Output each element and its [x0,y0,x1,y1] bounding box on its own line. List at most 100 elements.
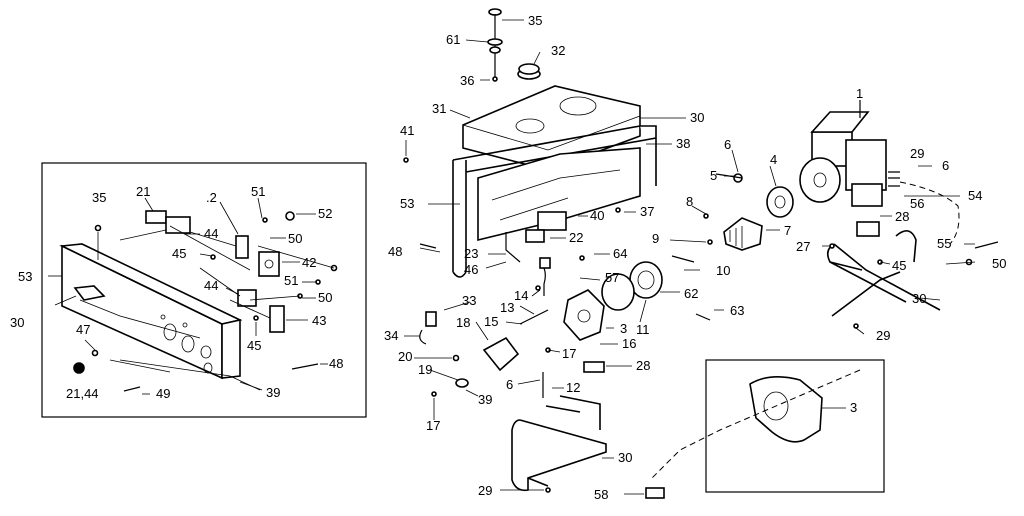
engine-1-cylinder [845,139,887,191]
part-label-50-right: 50 [992,256,1006,271]
engine-1-top [810,111,870,133]
nut-51b [315,279,321,285]
end-bracket-3-detail [749,376,823,443]
part-label-27: 27 [796,239,810,254]
screw-64 [579,255,585,261]
leader [54,295,77,306]
part-label-21-44: 21,44 [66,386,99,401]
handle-tube [895,230,917,263]
part-label-61: 61 [446,32,460,47]
part-label-49: 49 [156,386,170,401]
part-number-labels: 35 61 32 36 31 30 41 38 6 4 1 29 6 5 53 … [10,13,1006,502]
fuel-tank-filler [559,96,597,116]
nut-51 [262,217,268,223]
end-bracket-3 [563,289,605,341]
base-frame-30 [511,395,607,492]
part-label-35-left: 35 [92,190,106,205]
screw-35 [94,224,102,232]
part-label-40: 40 [590,208,604,223]
bracket-28-top [856,221,880,237]
part-label-7: 7 [784,223,791,238]
part-label-17-b: 17 [426,418,440,433]
part-label-15: 15 [484,314,498,329]
part-label-54: 54 [968,188,982,203]
engine-1-flange [799,157,841,203]
cover-18 [482,336,520,372]
panel-hole [181,335,195,353]
leader [219,201,239,235]
control-panel-wiring [79,225,335,391]
clamp-19 [455,378,469,388]
fuel-cap-32-top [518,63,540,75]
leader [239,381,263,391]
leader [144,197,154,212]
end-bracket-inset [645,359,885,499]
panel-hole [182,322,188,328]
panel-hole [160,314,166,320]
panel-hole [163,323,177,341]
frame-30 [452,125,657,278]
engine-1-base [851,183,883,207]
part-label-30-bottom: 30 [618,450,632,465]
part-label-28-mid: 28 [636,358,650,373]
part-label-50-a: 50 [288,231,302,246]
bolt-55 [974,241,999,249]
part-label-53-left: 53 [18,269,32,284]
part-label-44-b: 44 [204,278,218,293]
screw-49 [123,386,141,392]
fan-11-hub [637,270,655,290]
part-label-57: 57 [605,270,619,285]
part-label-34: 34 [384,328,398,343]
leader [199,253,213,257]
knob-21-44 [73,362,85,374]
part-label-39-mid: 39 [478,392,492,407]
bolt-48-mid [419,243,437,249]
foot-29-bottom [545,487,551,493]
nut-8 [703,213,709,219]
callout-leaders [404,19,976,495]
part-label-51-b: 51 [284,273,298,288]
spacer-36 [492,76,498,82]
part-label-42: 42 [302,255,316,270]
part-label-6-c: 6 [506,377,513,392]
panel-hole [200,345,212,359]
screw-48-left [291,363,319,370]
end-bracket-detail-bearing [763,391,789,421]
part-label-44-a: 44 [204,226,218,241]
cable-34 [419,329,427,345]
part-label-3-inset: 3 [850,400,857,415]
part-label-22: 22 [569,230,583,245]
part-label-30-left: 30 [10,315,24,330]
stator-7-windings [729,226,743,248]
part-label-6-a: 6 [724,137,731,152]
part-label-1: 1 [856,86,863,101]
bracket-28-mid [583,361,605,373]
bolt-10 [671,255,695,263]
control-panel-inset [41,162,367,418]
fuel-tank-ridge [462,115,641,151]
rotor-4-hub [774,195,786,209]
engine-generator [419,100,999,493]
part-label-33: 33 [462,293,476,308]
part-label-51-a: 51 [251,184,265,199]
part-label-9: 9 [652,231,659,246]
part-label-58: 58 [594,487,608,502]
connector-46 [539,257,551,269]
part-label-8: 8 [686,194,693,209]
breaker-42-knob [264,259,274,269]
part-label-11: 11 [636,322,650,337]
screw-37 [615,207,621,213]
plug-58 [645,487,665,499]
part-label-5: 5 [710,168,717,183]
part-label-14: 14 [514,288,528,303]
bolt-63 [695,313,711,321]
receptacle-21 [145,210,167,224]
part-label-55: 55 [937,236,951,251]
grommet-61 [489,46,501,54]
washer-9 [707,239,713,245]
screw-27 [829,243,835,249]
leader [84,339,96,351]
part-label-64: 64 [613,246,627,261]
washer-61 [487,38,503,46]
receptacle-21-body [165,216,191,234]
